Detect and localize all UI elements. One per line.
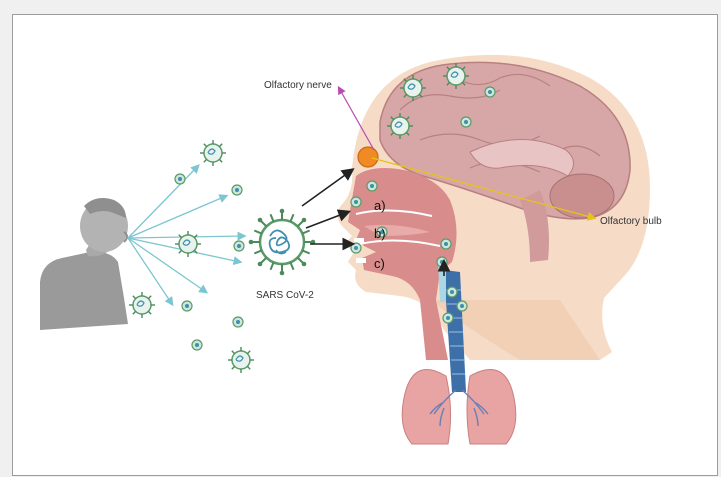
person-icon xyxy=(40,198,128,330)
olfactory-nerve-label: Olfactory nerve xyxy=(264,80,332,91)
virus-label: SARS CoV-2 xyxy=(256,290,314,301)
region-c-label: c) xyxy=(374,256,385,271)
region-a-label: a) xyxy=(374,198,386,213)
airborne-virus-particles xyxy=(129,140,254,373)
olfactory-bulb-icon xyxy=(358,147,378,167)
region-b-label: b) xyxy=(374,226,386,241)
sars-cov-2-virus-icon xyxy=(249,209,316,276)
olfactory-bulb-label: Olfactory bulb xyxy=(600,216,662,227)
